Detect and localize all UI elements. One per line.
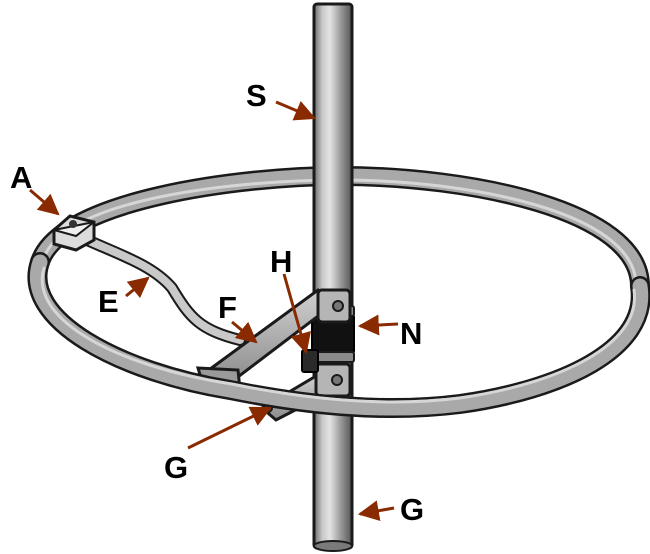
leader-f	[231, 320, 258, 344]
leader-s	[275, 100, 316, 121]
label-a: A	[10, 160, 32, 195]
label-n: N	[400, 316, 422, 351]
label-e: E	[98, 284, 119, 319]
label-g-left: G	[164, 450, 188, 485]
feed-line-e	[64, 226, 246, 346]
mast-s	[312, 2, 354, 552]
leader-g-left	[187, 406, 272, 450]
part-labels: S A E F H N G G	[10, 78, 424, 527]
leader-g-right	[357, 500, 395, 522]
link-h	[301, 349, 319, 373]
leader-n	[357, 314, 399, 336]
label-s: S	[246, 78, 267, 113]
clamp-a	[52, 214, 96, 252]
label-h: H	[270, 244, 292, 279]
leader-h	[282, 273, 311, 355]
leader-e	[125, 276, 150, 299]
leader-lines	[29, 100, 399, 522]
label-f: F	[218, 290, 237, 325]
loop-ring-front	[27, 252, 650, 419]
leader-a	[29, 188, 60, 216]
label-g-right: G	[400, 492, 424, 527]
